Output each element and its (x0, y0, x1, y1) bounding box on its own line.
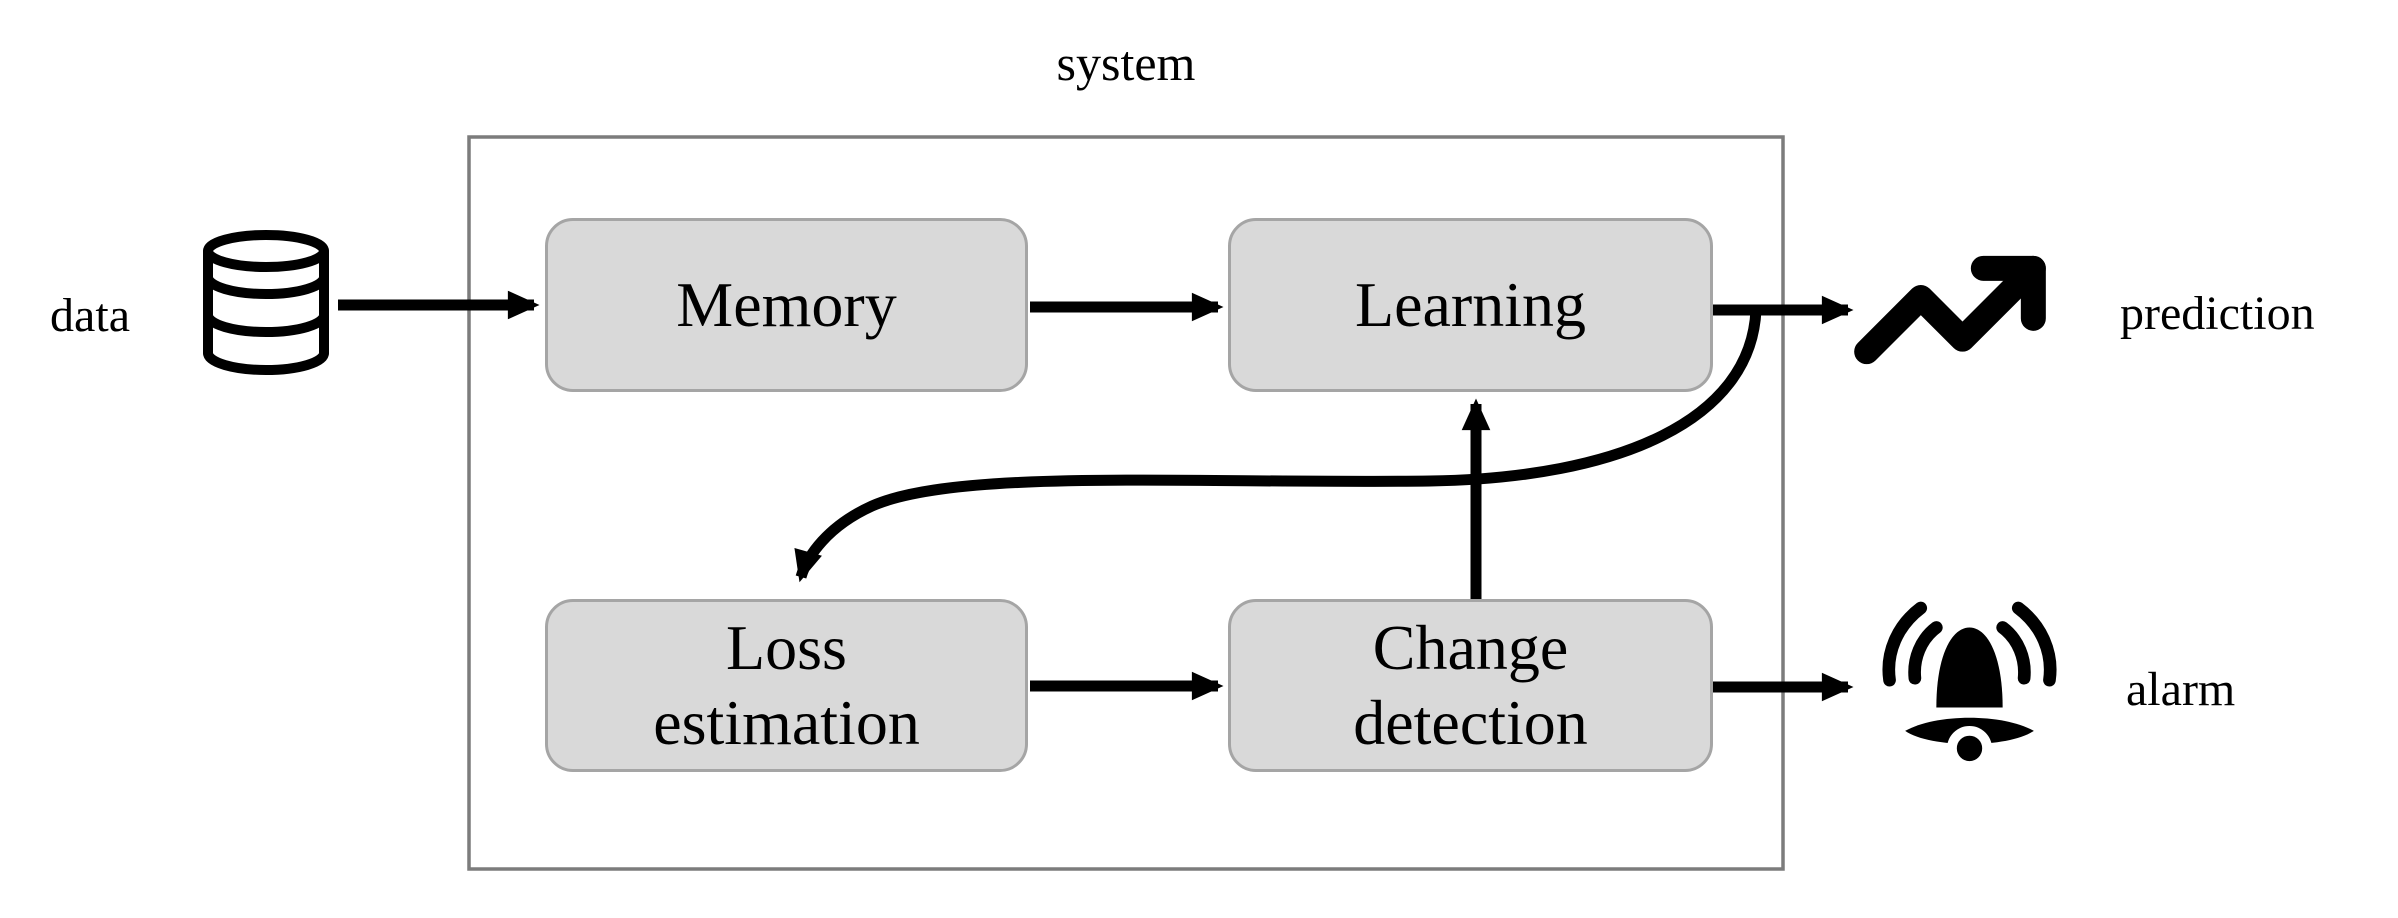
node-memory-label: Memory (676, 268, 897, 340)
node-memory: Memory (545, 218, 1028, 392)
node-change-label-line1: Change (1372, 612, 1569, 684)
node-loss-label-line2: estimation (653, 686, 920, 758)
bell-alarm-icon (1882, 601, 2057, 771)
input-label-data: data (50, 289, 130, 342)
output-label-alarm: alarm (2126, 663, 2236, 716)
node-loss-estimation: Loss estimation (545, 599, 1028, 772)
node-learning-label: Learning (1355, 268, 1586, 340)
node-learning: Learning (1228, 218, 1713, 392)
node-change-label-line2: detection (1353, 686, 1588, 758)
output-label-prediction: prediction (2120, 287, 2315, 340)
node-change-detection: Change detection (1228, 599, 1713, 772)
diagram-title: system (1056, 35, 1196, 91)
trending-up-icon (1854, 255, 2046, 365)
node-loss-label-line1: Loss (726, 612, 847, 684)
database-icon (203, 230, 329, 375)
